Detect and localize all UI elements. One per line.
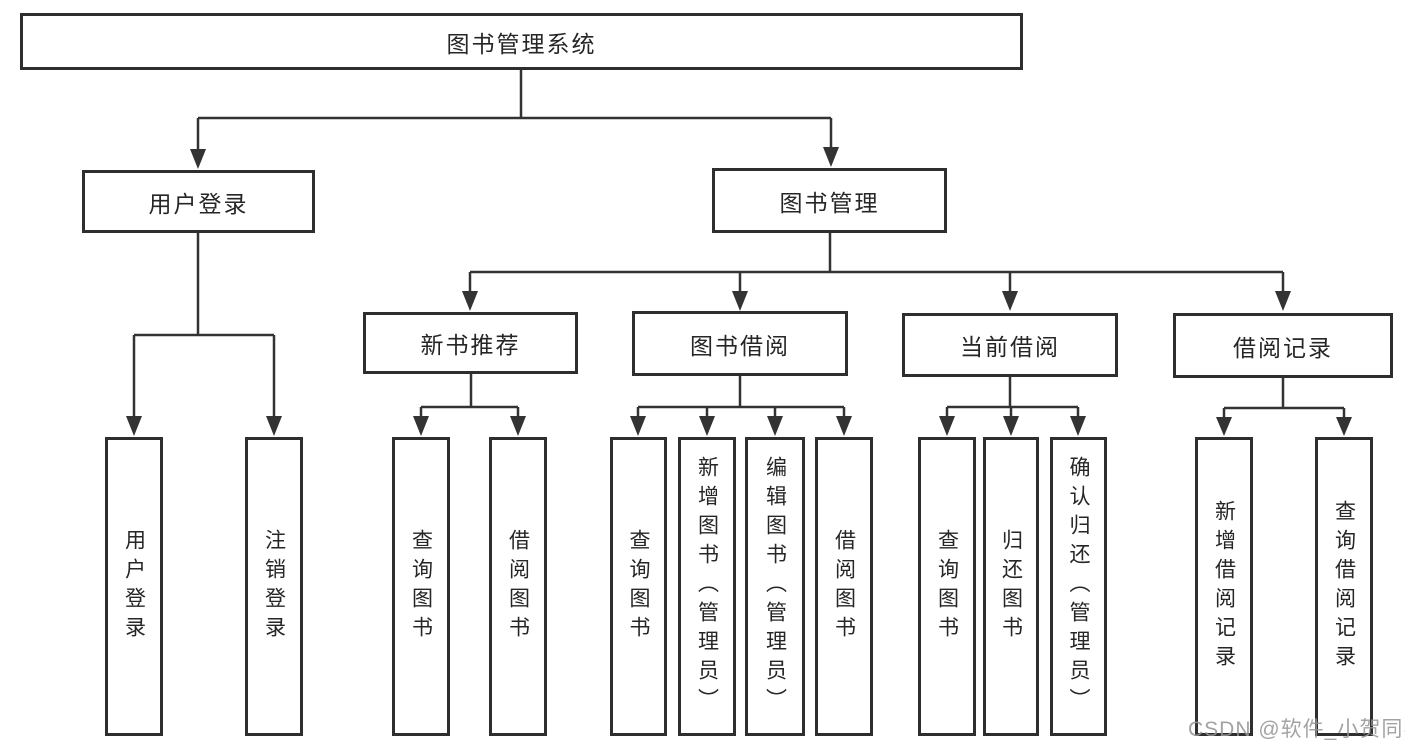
node-current-query-book: 查询图书 <box>918 437 976 736</box>
arrowhead <box>126 416 142 436</box>
arrowhead <box>1070 416 1086 436</box>
node-label: 查询借阅记录 <box>1332 499 1356 674</box>
node-label: 查询图书 <box>935 528 959 645</box>
connector-book-management-to-level3 <box>462 233 1291 311</box>
node-label: 借阅图书 <box>832 528 856 645</box>
arrowhead <box>699 416 715 436</box>
arrowhead <box>1275 291 1291 311</box>
node-records-add-record: 新增借阅记录 <box>1195 437 1253 736</box>
node-label: 新增借阅记录 <box>1212 499 1236 674</box>
node-current-confirm-return-admin: 确认归还（管理员） <box>1050 437 1107 736</box>
node-library-management-system: 图书管理系统 <box>20 13 1023 70</box>
arrowhead <box>630 416 646 436</box>
arrowhead <box>510 416 526 436</box>
node-label: 编辑图书（管理员） <box>763 456 787 717</box>
arrowhead <box>266 416 282 436</box>
node-borrow-borrow-book: 借阅图书 <box>815 437 873 736</box>
node-book-borrow: 图书借阅 <box>632 311 848 376</box>
node-user-login: 用户登录 <box>82 170 315 233</box>
connector-new-book-recommend-to-children <box>413 374 526 436</box>
node-label: 新增图书（管理员） <box>695 456 719 717</box>
connector-book-borrow-to-children <box>630 376 852 436</box>
arrowhead <box>190 149 206 169</box>
connector-current-borrow-to-children <box>939 377 1086 436</box>
node-label: 归还图书 <box>999 528 1023 645</box>
connector-borrow-records-to-children <box>1216 378 1352 436</box>
node-recommend-query-book: 查询图书 <box>392 437 450 736</box>
node-label: 确认归还（管理员） <box>1067 456 1090 717</box>
arrowhead <box>413 416 429 436</box>
node-current-return-book: 归还图书 <box>983 437 1039 736</box>
node-book-management: 图书管理 <box>712 168 947 233</box>
node-label: 借阅图书 <box>506 528 530 645</box>
node-borrow-add-book-admin: 新增图书（管理员） <box>678 437 736 736</box>
arrowhead <box>836 416 852 436</box>
arrowhead <box>823 147 839 167</box>
arrowhead <box>732 291 748 311</box>
node-label: 用户登录 <box>122 528 146 645</box>
arrowhead <box>1002 291 1018 311</box>
node-user-login-action: 用户登录 <box>105 437 163 736</box>
node-new-book-recommend: 新书推荐 <box>363 312 578 374</box>
node-records-query-record: 查询借阅记录 <box>1315 437 1373 736</box>
node-borrow-records: 借阅记录 <box>1173 313 1393 378</box>
node-borrow-edit-book-admin: 编辑图书（管理员） <box>745 437 805 736</box>
arrowhead <box>462 291 478 311</box>
arrowhead <box>1216 417 1232 436</box>
connector-root-to-level2 <box>190 70 839 169</box>
arrowhead <box>1336 417 1352 436</box>
node-borrow-query-book: 查询图书 <box>610 437 667 736</box>
node-label: 注销登录 <box>262 528 286 645</box>
node-recommend-borrow-book: 借阅图书 <box>489 437 547 736</box>
node-label: 查询图书 <box>409 528 433 645</box>
node-current-borrow: 当前借阅 <box>902 313 1118 377</box>
arrowhead <box>939 416 955 436</box>
csdn-watermark: CSDN @软件_小贺同学 <box>1188 718 1405 741</box>
connector-user-login-to-children <box>126 233 282 436</box>
node-logout-action: 注销登录 <box>245 437 303 736</box>
arrowhead <box>767 416 783 436</box>
node-label: 查询图书 <box>627 528 650 645</box>
arrowhead <box>1003 416 1019 436</box>
